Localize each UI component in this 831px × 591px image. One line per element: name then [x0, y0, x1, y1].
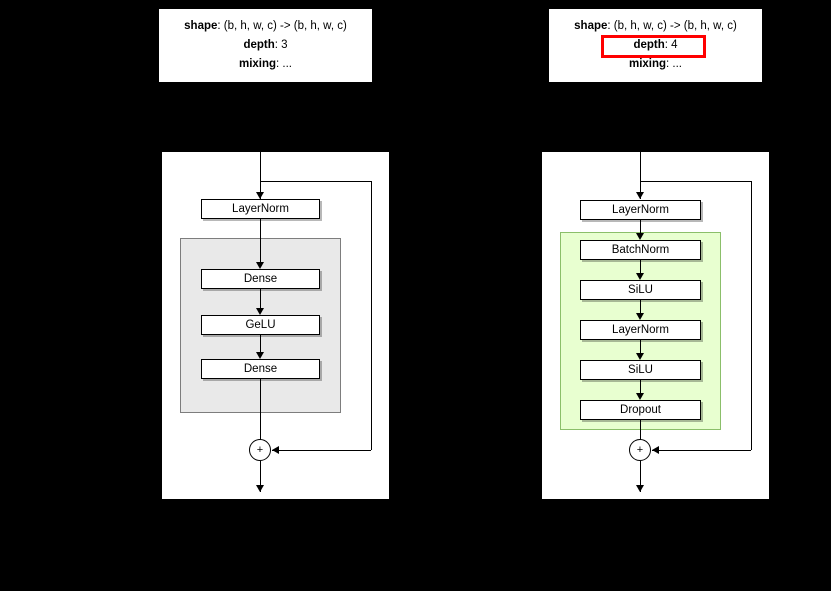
right-header-key-mixing: mixing	[628, 58, 667, 70]
left-header-val-depth: : 3	[274, 39, 288, 51]
left-node-dense-1[interactable]: Dense	[201, 269, 320, 289]
right-header-line-mixing: mixing: ...	[549, 55, 762, 74]
right-line-dropout-to-plus	[640, 420, 641, 440]
right-line-silu2-to-dropout	[640, 380, 641, 394]
left-header-key-shape: shape	[184, 20, 218, 32]
left-line-gelu-to-dense2	[260, 335, 261, 353]
right-input-line	[640, 151, 641, 199]
left-residual-arrowhead	[272, 446, 279, 454]
left-header-key-depth: depth	[243, 39, 275, 51]
right-residual-top-line	[640, 181, 751, 182]
left-residual-bottom-line	[272, 450, 371, 451]
left-node-gelu[interactable]: GeLU	[201, 315, 320, 335]
right-arrowhead-layernorm	[635, 313, 644, 320]
left-input-arrowhead	[255, 192, 264, 199]
left-output-arrowhead	[255, 485, 264, 492]
right-header-key-shape: shape	[574, 20, 608, 32]
right-arrowhead-dropout	[635, 393, 644, 400]
left-header-line-mixing: mixing: ...	[159, 55, 372, 74]
right-line-layernorm-to-silu2	[640, 340, 641, 354]
right-arrowhead-batchnorm	[635, 233, 644, 240]
right-output-arrowhead	[635, 485, 644, 492]
left-header-val-mixing: : ...	[276, 58, 293, 70]
left-header-key-mixing: mixing	[238, 58, 277, 70]
right-header-line-depth: depth: 4	[549, 36, 762, 55]
left-arrowhead-dense1	[255, 262, 264, 269]
right-node-silu-2[interactable]: SiLU	[580, 360, 701, 380]
left-node-layernorm[interactable]: LayerNorm	[201, 199, 320, 219]
right-residual-right-line	[751, 181, 752, 450]
right-header-val-depth: : 4	[664, 39, 678, 51]
left-header-line-shape: shape: (b, h, w, c) -> (b, h, w, c)	[159, 17, 372, 36]
right-node-dropout[interactable]: Dropout	[580, 400, 701, 420]
left-node-dense-2[interactable]: Dense	[201, 359, 320, 379]
left-residual-right-line	[371, 181, 372, 450]
right-arrowhead-silu2	[635, 353, 644, 360]
left-header-card: shape: (b, h, w, c) -> (b, h, w, c) dept…	[158, 8, 373, 83]
right-header-card: shape: (b, h, w, c) -> (b, h, w, c) dept…	[548, 8, 763, 83]
left-line-dense2-to-plus	[260, 379, 261, 440]
left-arrowhead-gelu	[255, 308, 264, 315]
right-header-line-shape: shape: (b, h, w, c) -> (b, h, w, c)	[549, 17, 762, 36]
left-input-line	[260, 151, 261, 199]
right-residual-add-junction[interactable]: +	[629, 439, 651, 461]
left-line-dense1-to-gelu	[260, 289, 261, 309]
right-node-silu-1[interactable]: SiLU	[580, 280, 701, 300]
right-header-key-depth: depth	[633, 39, 665, 51]
right-line-norm-to-batchnorm	[640, 220, 641, 234]
right-node-layernorm-inner[interactable]: LayerNorm	[580, 320, 701, 340]
right-output-line	[640, 461, 641, 492]
left-header-line-depth: depth: 3	[159, 36, 372, 55]
right-node-layernorm-pre[interactable]: LayerNorm	[580, 200, 701, 220]
right-arrowhead-silu1	[635, 273, 644, 280]
left-residual-add-junction[interactable]: +	[249, 439, 271, 461]
left-header-val-shape: : (b, h, w, c) -> (b, h, w, c)	[217, 20, 347, 32]
right-header-val-shape: : (b, h, w, c) -> (b, h, w, c)	[607, 20, 737, 32]
right-header-val-mixing: : ...	[666, 58, 683, 70]
right-input-arrowhead	[635, 192, 644, 199]
left-line-norm-to-dense1	[260, 219, 261, 263]
right-line-silu1-to-layernorm	[640, 300, 641, 314]
right-node-batchnorm[interactable]: BatchNorm	[580, 240, 701, 260]
right-residual-bottom-line	[652, 450, 751, 451]
left-output-line	[260, 461, 261, 492]
left-residual-top-line	[260, 181, 371, 182]
right-residual-arrowhead	[652, 446, 659, 454]
right-line-batchnorm-to-silu1	[640, 260, 641, 274]
left-arrowhead-dense2	[255, 352, 264, 359]
